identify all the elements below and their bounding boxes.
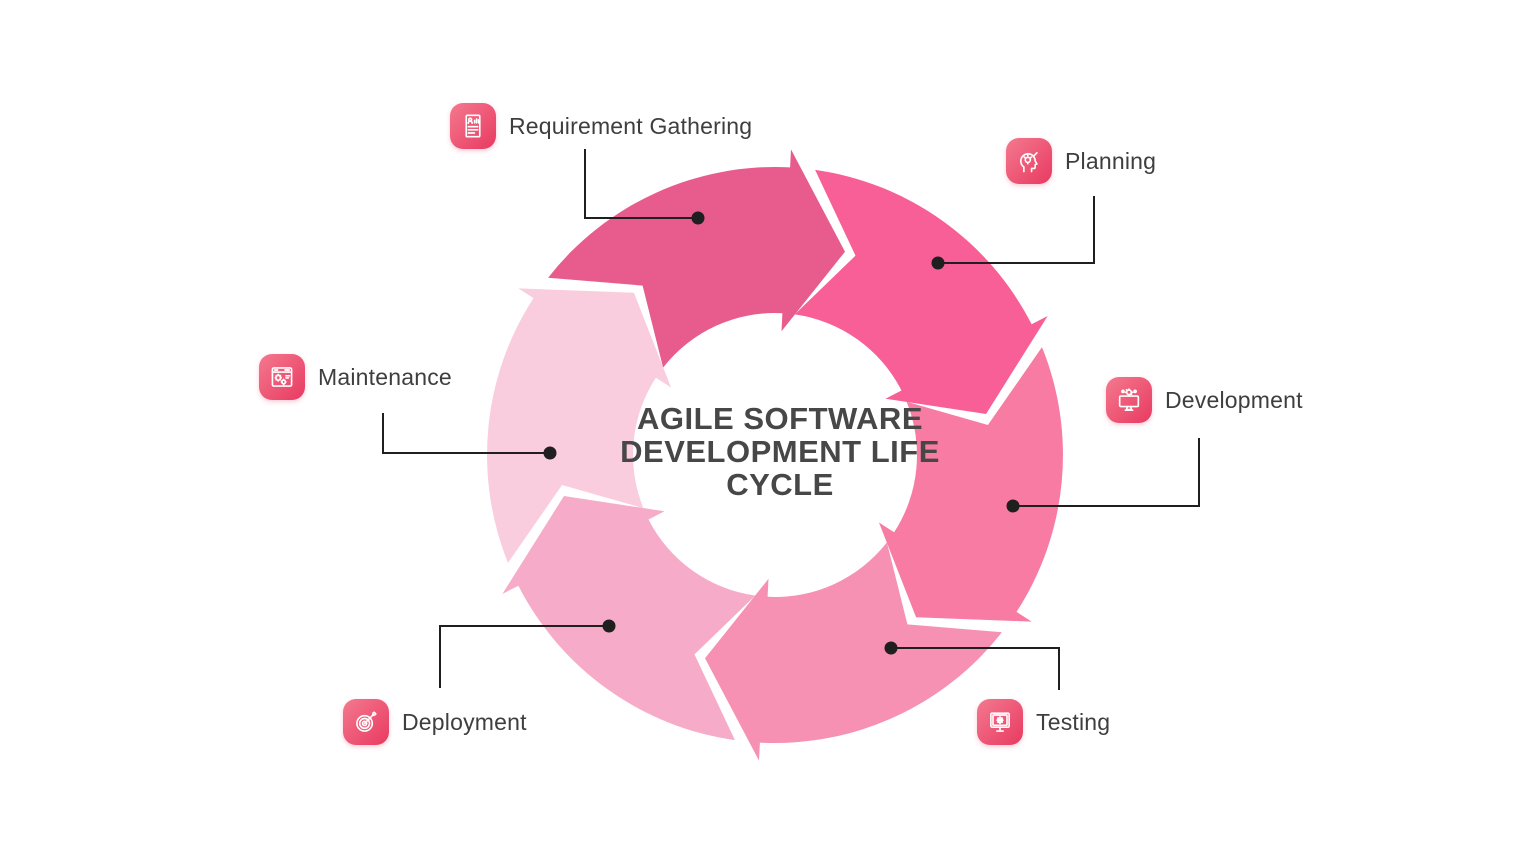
title-line-1: AGILE SOFTWARE: [637, 401, 923, 436]
title-line-2: DEVELOPMENT LIFE: [620, 434, 940, 469]
stage-requirement-gathering: Requirement Gathering: [450, 103, 752, 149]
connector-development: [1013, 438, 1200, 507]
deployment-target-icon: [343, 699, 389, 745]
stage-label-maintenance: Maintenance: [318, 363, 452, 390]
dot-development: [1006, 499, 1020, 513]
connector-dots: [543, 211, 1020, 655]
dot-testing: [884, 641, 898, 655]
stage-label-testing: Testing: [1036, 708, 1111, 735]
maintenance-gears-icon: [259, 354, 305, 400]
diagram-title: AGILE SOFTWARE DEVELOPMENT LIFE CYCLE: [575, 402, 985, 501]
testing-monitor-icon: [977, 699, 1023, 745]
dot-maintenance: [543, 446, 557, 460]
planning-idea-icon: [1006, 138, 1052, 184]
stage-planning: Planning: [1006, 138, 1156, 184]
connector-testing: [891, 647, 1060, 690]
connector-lines: [382, 149, 1200, 690]
development-monitor-icon: [1106, 377, 1152, 423]
stage-label-requirement-gathering: Requirement Gathering: [509, 112, 753, 139]
stage-deployment: Deployment: [343, 699, 527, 745]
stage-label-development: Development: [1165, 386, 1303, 413]
connector-maintenance: [382, 413, 550, 454]
dot-planning: [931, 256, 945, 270]
stage-testing: Testing: [977, 699, 1110, 745]
stage-maintenance: Maintenance: [259, 354, 452, 400]
dot-deployment: [602, 619, 616, 633]
dot-requirement-gathering: [691, 211, 705, 225]
connector-deployment: [439, 625, 609, 688]
requirement-document-icon: [450, 103, 496, 149]
title-line-3: CYCLE: [726, 467, 834, 502]
connector-requirement-gathering: [584, 149, 698, 219]
stage-development: Development: [1106, 377, 1303, 423]
stage-label-deployment: Deployment: [402, 708, 527, 735]
connector-planning: [938, 196, 1095, 264]
stage-label-planning: Planning: [1065, 147, 1157, 174]
